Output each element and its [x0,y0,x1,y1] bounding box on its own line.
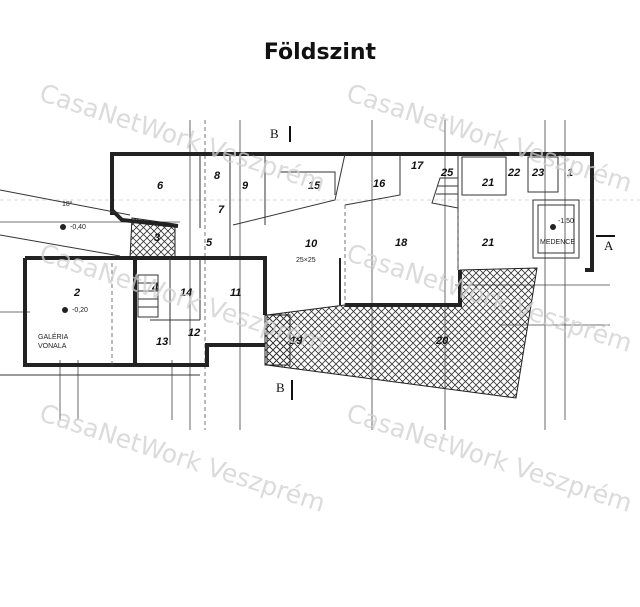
terrace-19 [264,314,291,366]
room-10: 10 [305,238,318,250]
room-2: 2 [73,287,80,299]
section-marker-b-top: B [270,126,279,141]
room-20: 20 [435,335,449,347]
room-25: 25 [440,167,454,179]
watermark: CasaNetWork Veszprém [36,78,329,198]
room-1: 1 [567,167,573,179]
floor-title: Földszint [263,40,377,65]
section-marker-a: A [604,238,614,253]
room-18: 18 [395,237,408,249]
room-4: 4 [151,282,158,294]
room-11: 11 [230,287,241,299]
room-15: 15 [308,180,321,192]
room-21-upper: 21 [481,177,494,189]
room-3: 3 [154,232,160,244]
walls [0,152,594,376]
room-8: 8 [214,170,221,182]
dimension-label: 25×25 [296,257,316,264]
room-17: 17 [411,160,424,172]
room-13: 13 [156,336,168,348]
room-22: 22 [507,167,520,179]
stairs [137,177,459,318]
room-19: 19 [290,335,303,347]
watermarks: CasaNetWork Veszprém CasaNetWork Veszpré… [36,78,636,518]
room-labels: 6 8 9 15 16 17 25 21 22 23 1 7 5 3 10 18… [73,160,573,348]
gallery-label: GALÉRIA [38,332,69,341]
room-7: 7 [218,204,225,216]
watermark: CasaNetWork Veszprém [36,398,329,518]
level-marker: -0,40 [70,224,86,231]
room-6: 6 [157,180,164,192]
level-marker: -1,50 [558,218,574,225]
room-9: 9 [242,180,249,192]
gallery-label: VONALA [38,343,67,350]
room-14: 14 [180,287,192,299]
level-marker: -0,20 [72,307,88,314]
angle-label: 18° [62,200,73,208]
room-5: 5 [206,237,213,249]
watermark: CasaNetWork Veszprém [343,398,636,518]
room-16: 16 [373,178,386,190]
pool-label: MEDENCE [540,239,575,246]
section-marker-b-bottom: B [276,380,285,395]
room-12: 12 [188,327,200,339]
room-21-lower: 21 [481,237,494,249]
room-23: 23 [531,167,544,179]
annotations: -0,40 -0,20 -1,50 MEDENCE GALÉRIA VONALA… [38,126,615,400]
